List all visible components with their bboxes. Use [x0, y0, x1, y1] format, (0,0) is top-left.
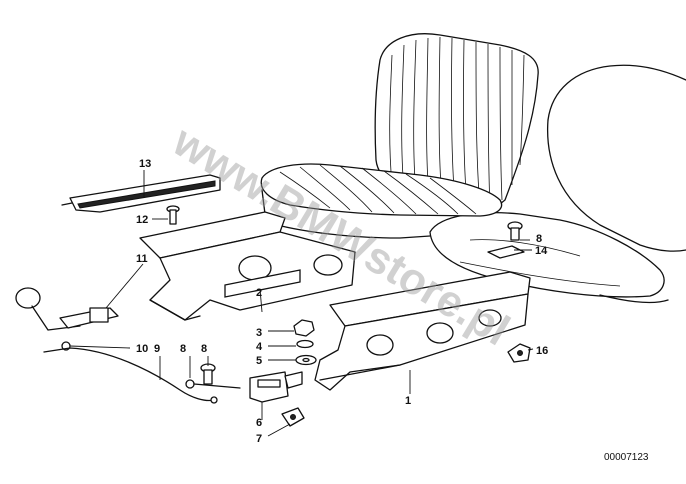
callout-12: 11	[136, 253, 148, 265]
seat-frame-part-2	[139, 211, 356, 321]
callout-13: 12	[136, 214, 148, 226]
screw-part-9	[185, 379, 241, 389]
bracket-part-6	[249, 371, 303, 403]
diagram-code: 00007123	[604, 452, 649, 463]
clip-part-16	[507, 343, 531, 363]
callout-3: 3	[256, 327, 262, 339]
screw-part-8-right	[507, 221, 523, 241]
clip-part-7	[281, 407, 305, 427]
callout-4: 4	[256, 341, 263, 353]
callout-6: 6	[256, 417, 262, 429]
screw-part-8-left	[200, 363, 216, 385]
rod-part-10	[43, 341, 218, 404]
release-lever-part-12	[15, 287, 119, 331]
nut-washers-parts-3-5	[293, 319, 317, 366]
callout-16: 16	[536, 345, 548, 357]
callout-labels: 13 12 11 2 3 4 5 10 8 8 9 6 7 1 8 14 16	[136, 158, 548, 445]
callout-10: 9	[154, 343, 160, 355]
callout-15: 14	[535, 245, 548, 257]
callout-2: 2	[256, 287, 262, 299]
callout-8-left: 8	[201, 343, 207, 355]
leader-lines	[69, 170, 534, 437]
callout-11: 10	[136, 343, 148, 355]
seat-frame-part-1	[314, 271, 531, 391]
rear-seat-outline	[429, 64, 686, 304]
front-seat-cushion	[260, 163, 503, 239]
callout-14: 13	[139, 158, 151, 170]
callout-5: 5	[256, 355, 262, 367]
callout-9: 8	[180, 343, 186, 355]
plate-part-15	[487, 245, 525, 259]
callout-8-right: 8	[536, 233, 542, 245]
bolt-part-13	[166, 205, 180, 225]
callout-7: 7	[256, 433, 262, 445]
rail-part-14	[61, 174, 221, 213]
callout-1: 1	[405, 395, 411, 407]
